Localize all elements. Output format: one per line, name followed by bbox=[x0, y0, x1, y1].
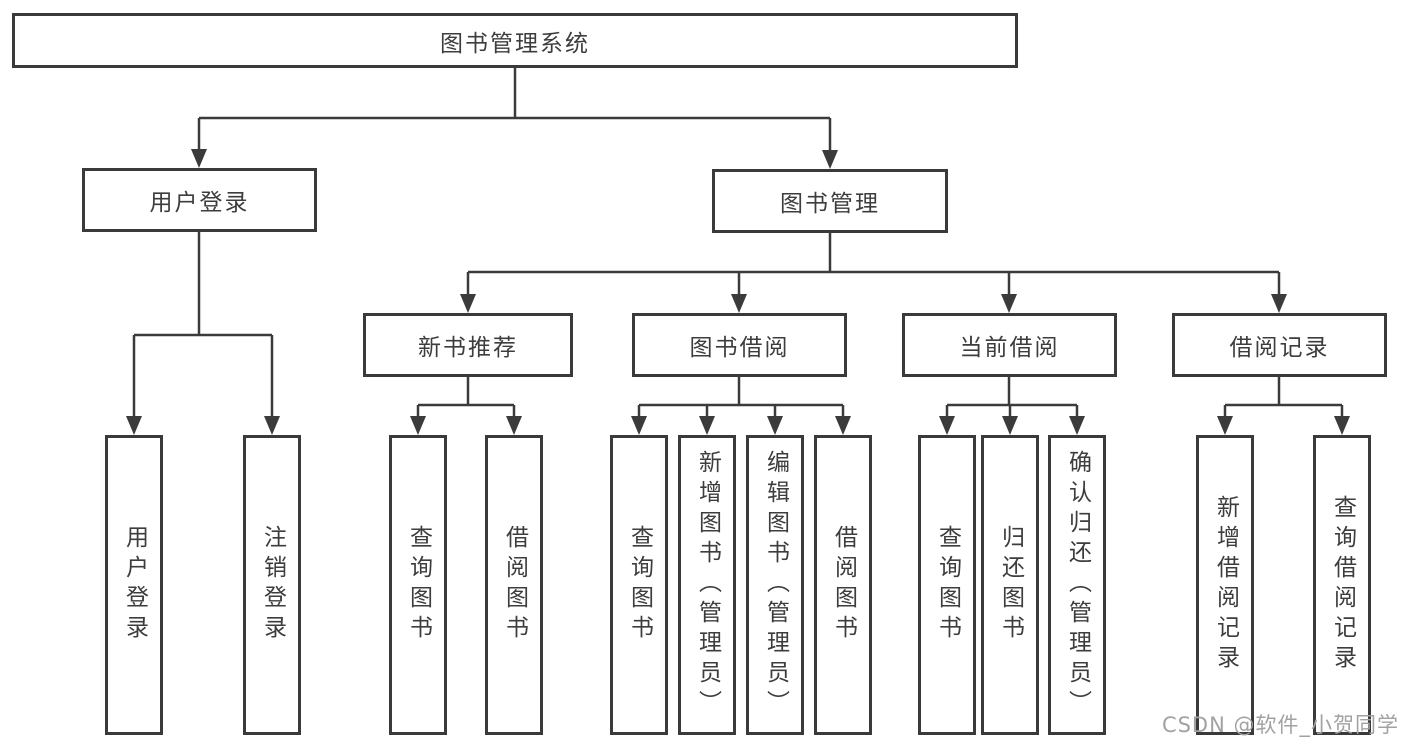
leaf-user-login: 用户登录 bbox=[105, 435, 163, 735]
leaf-recommend-borrow-books: 借阅图书 bbox=[485, 435, 543, 735]
node-book-management: 图书管理 bbox=[712, 169, 948, 233]
arrowheads bbox=[126, 149, 1350, 435]
leaf-borrowing-add-books-admin: 新增图书（管理员） bbox=[678, 435, 736, 735]
leaf-records-query-borrow-record: 查询借阅记录 bbox=[1313, 435, 1371, 735]
node-borrowing-records: 借阅记录 bbox=[1172, 313, 1387, 377]
node-library-management-system: 图书管理系统 bbox=[12, 13, 1018, 68]
node-book-borrowing: 图书借阅 bbox=[632, 313, 847, 377]
node-new-book-recommendation: 新书推荐 bbox=[363, 313, 573, 377]
leaf-borrowing-query-books: 查询图书 bbox=[610, 435, 668, 735]
leaf-current-return-books: 归还图书 bbox=[981, 435, 1039, 735]
leaf-logout: 注销登录 bbox=[243, 435, 301, 735]
node-current-borrowing: 当前借阅 bbox=[902, 313, 1117, 377]
leaf-current-query-books: 查询图书 bbox=[918, 435, 976, 735]
leaf-records-add-borrow-record: 新增借阅记录 bbox=[1196, 435, 1254, 735]
leaf-borrowing-edit-books-admin: 编辑图书（管理员） bbox=[746, 435, 804, 735]
leaf-borrowing-borrow-books: 借阅图书 bbox=[814, 435, 872, 735]
leaf-recommend-query-books: 查询图书 bbox=[389, 435, 447, 735]
connector-paths bbox=[132, 68, 1344, 419]
node-user-login: 用户登录 bbox=[82, 168, 317, 232]
leaf-current-confirm-return-admin: 确认归还（管理员） bbox=[1048, 435, 1106, 735]
csdn-watermark: CSDN @软件_小贺同学 bbox=[1161, 713, 1399, 737]
